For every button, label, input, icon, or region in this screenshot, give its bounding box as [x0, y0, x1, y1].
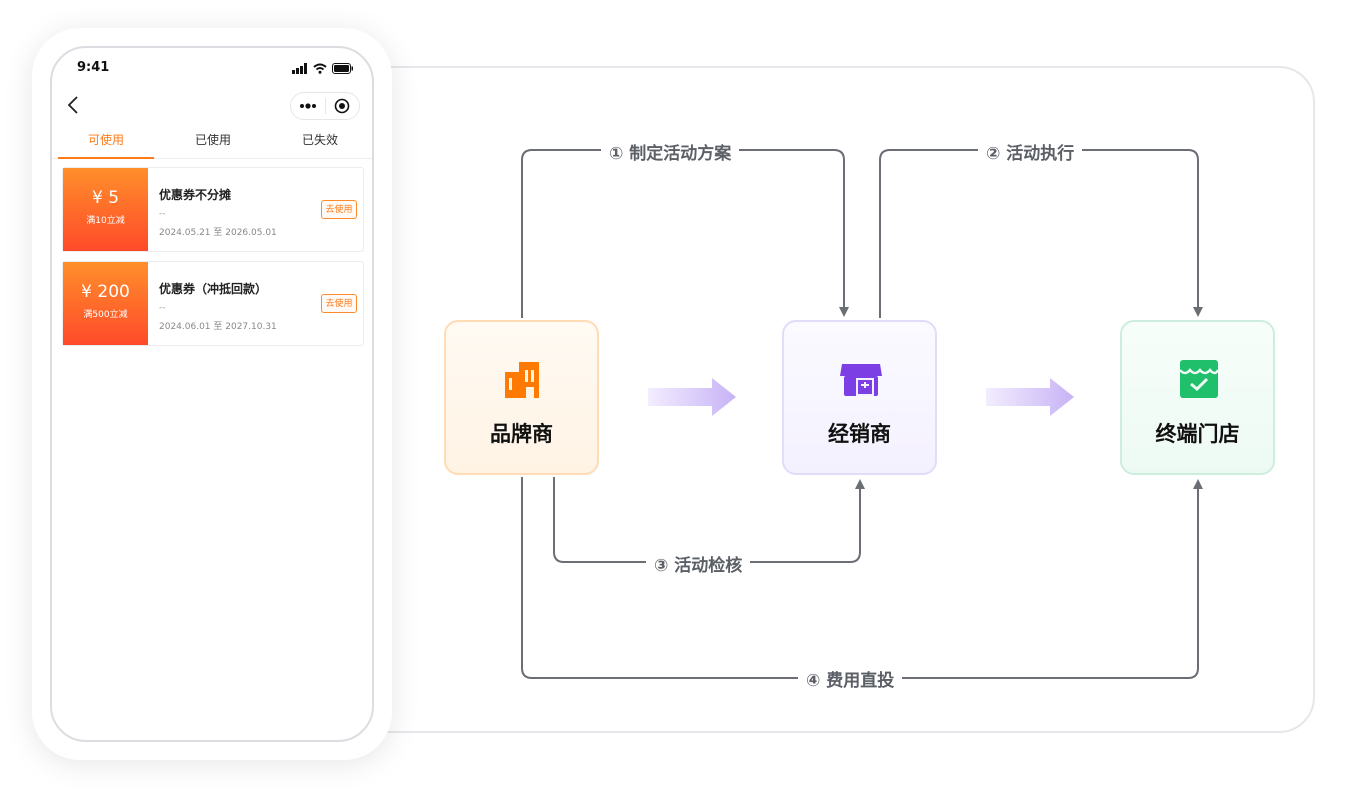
wifi-icon	[313, 63, 327, 74]
coupon-desc: --	[159, 303, 166, 313]
tab-active-indicator	[58, 157, 154, 159]
tab-available[interactable]: 可使用	[87, 133, 124, 147]
coupon-date: 2024.06.01 至 2027.10.31	[159, 322, 277, 332]
close-target-icon[interactable]	[326, 93, 360, 119]
connector-step3	[553, 477, 865, 563]
coupon-card: ¥ 5 满10立减 优惠券不分摊 -- 2024.05.21 至 2026.05…	[59, 167, 364, 252]
coupon-condition: 满10立减	[86, 216, 125, 226]
coupon-date: 2024.05.21 至 2026.05.01	[159, 228, 277, 238]
flow-arrow-1	[648, 378, 736, 416]
node-store: 终端门店	[1120, 320, 1275, 475]
coupon-card: ¥ 200 满500立减 优惠券（冲抵回款） -- 2024.06.01 至 2…	[59, 261, 364, 346]
back-icon[interactable]	[66, 95, 80, 115]
mini-program-capsule	[290, 92, 360, 120]
coupon-desc: --	[159, 209, 166, 219]
coupon-stub: ¥ 5 满10立减	[59, 168, 148, 251]
step-label-1: ① 制定活动方案	[601, 139, 740, 164]
node-label: 终端门店	[1155, 422, 1240, 446]
step-label-4: ④ 费用直投	[798, 666, 903, 691]
node-label: 经销商	[828, 422, 891, 446]
connector-step1	[521, 149, 849, 318]
node-label: 品牌商	[490, 422, 553, 446]
step-label-3: ③ 活动检核	[646, 551, 751, 576]
coupon-tabs: 可使用 已使用 已失效	[52, 126, 372, 159]
capsule-divider	[324, 98, 326, 114]
more-icon[interactable]	[291, 93, 325, 119]
tab-expired[interactable]: 已失效	[301, 133, 338, 147]
status-icons	[292, 62, 354, 74]
node-brand: 品牌商	[444, 320, 599, 475]
tab-used[interactable]: 已使用	[194, 133, 231, 147]
store-box-icon	[840, 364, 882, 396]
coupon-amount: ¥ 5	[91, 188, 120, 208]
coupon-name: 优惠券（冲抵回款）	[159, 282, 268, 296]
connector-step2	[879, 149, 1203, 318]
signal-icon	[292, 62, 307, 74]
use-coupon-button[interactable]: 去使用	[321, 200, 357, 219]
coupon-name: 优惠券不分摊	[159, 188, 232, 202]
building-icon	[505, 362, 539, 398]
status-time: 9:41	[77, 60, 110, 75]
shop-check-icon	[1179, 360, 1220, 398]
step-label-2: ② 活动执行	[978, 139, 1083, 164]
node-dealer: 经销商	[782, 320, 937, 475]
coupon-amount: ¥ 200	[81, 282, 130, 302]
coupon-condition: 满500立减	[83, 310, 128, 320]
battery-icon	[332, 62, 353, 74]
flow-arrow-2	[986, 378, 1074, 416]
coupon-stub: ¥ 200 满500立减	[59, 262, 148, 345]
use-coupon-button[interactable]: 去使用	[321, 294, 357, 313]
phone-screen: 9:41 可使用 已使用 已失效	[50, 46, 374, 742]
